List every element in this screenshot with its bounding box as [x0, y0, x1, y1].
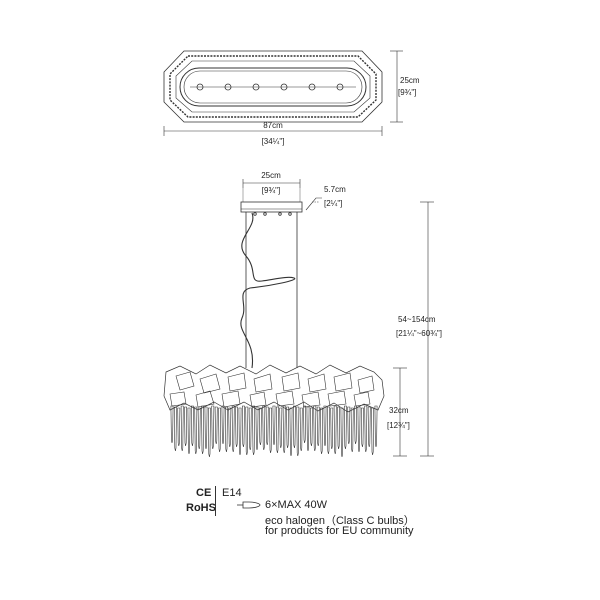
- prism-drop: [275, 406, 279, 454]
- body-height-imperial: [12¾"]: [387, 421, 410, 430]
- prism-drop: [258, 407, 262, 446]
- prism-drop: [265, 406, 269, 446]
- bulb-rating: 6×MAX 40W: [265, 499, 328, 511]
- prism-drop: [173, 406, 177, 452]
- prism-drop: [292, 405, 296, 449]
- prism-drop: [248, 407, 252, 451]
- prism-drop: [187, 407, 191, 455]
- prism-drop: [204, 406, 208, 450]
- prism-drop: [282, 405, 286, 454]
- canopy-height-imperial: [2¼"]: [324, 199, 342, 208]
- prism-drop: [252, 405, 256, 456]
- top-length-imperial: [34¼"]: [262, 137, 285, 146]
- spec-divider: [215, 486, 216, 516]
- prism-drop: [367, 406, 371, 448]
- prism-drop: [309, 407, 313, 447]
- prism-drop: [231, 405, 235, 453]
- overall-height-metric: 54~154cm: [398, 315, 436, 324]
- prism-drop: [235, 406, 239, 448]
- prism-drop: [214, 406, 218, 445]
- prism-drop: [333, 405, 337, 455]
- prism-drop: [360, 407, 364, 448]
- prism-drop: [201, 405, 205, 455]
- prism-drop: [303, 405, 307, 444]
- prism-drop: [190, 405, 194, 447]
- prism-drop: [320, 407, 324, 455]
- top-view: [163, 50, 403, 136]
- top-view-bulbs: [196, 83, 344, 91]
- prism-drop: [371, 407, 375, 456]
- prism-drop: [343, 405, 347, 450]
- ce-mark: CE: [196, 487, 212, 499]
- crystal-crown: [163, 364, 385, 413]
- bulb-type: eco halogen（Class C bulbs）: [265, 515, 415, 527]
- prism-drop: [272, 405, 276, 446]
- prism-drop: [221, 405, 225, 445]
- top-depth-imperial: [9¾"]: [398, 88, 416, 97]
- prism-drop: [211, 405, 215, 450]
- prism-drop: [330, 407, 334, 450]
- prism-drop: [313, 405, 317, 452]
- prism-drop: [354, 405, 358, 445]
- prism-drop: [323, 405, 327, 447]
- prism-drop: [197, 407, 201, 450]
- top-view-frame-oval: [179, 67, 367, 107]
- canopy-height-pointer: [305, 197, 322, 211]
- prism-drop: [245, 406, 249, 456]
- prism-drop: [194, 406, 198, 455]
- canopy-width-metric: 25cm: [261, 171, 281, 180]
- prism-drop: [180, 405, 184, 452]
- prism-drop: [224, 406, 228, 453]
- prism-drop: [262, 405, 266, 451]
- crystal-plates: [169, 371, 375, 408]
- body-height-metric: 32cm: [389, 406, 409, 415]
- prism-drop: [299, 407, 303, 452]
- prism-drop: [316, 406, 320, 447]
- prism-drop: [357, 406, 361, 453]
- prism-drop: [279, 407, 283, 449]
- prism-drop: [238, 407, 242, 456]
- prism-drop: [286, 406, 290, 449]
- prism-drop: [337, 406, 341, 450]
- prism-drop: [184, 406, 188, 447]
- power-cord: [240, 212, 296, 369]
- market-note: for products for EU community: [265, 525, 414, 537]
- prism-drop: [269, 407, 273, 454]
- top-length-metric: 87cm: [263, 121, 283, 130]
- prism-drop: [228, 407, 232, 448]
- prism-drop: [177, 407, 181, 447]
- rohs-mark: RoHS: [186, 502, 216, 514]
- top-depth-metric: 25cm: [400, 76, 420, 85]
- prism-drop: [350, 407, 354, 453]
- top-view-outer-outline: [163, 50, 383, 123]
- prism-drop: [241, 405, 245, 448]
- prism-drop: [364, 405, 368, 453]
- side-view: [163, 179, 434, 458]
- prism-drop: [289, 407, 293, 457]
- prism-drop: [347, 406, 351, 445]
- prism-drop: [374, 405, 378, 448]
- overall-height-imperial: [21¼"~60¾"]: [396, 329, 442, 338]
- prism-drop: [326, 406, 330, 455]
- canopy-height-metric: 5.7cm: [324, 185, 346, 194]
- prism-drop: [207, 407, 211, 458]
- prism-drop: [340, 407, 344, 458]
- prism-drop: [306, 406, 310, 452]
- ceiling-canopy: [240, 201, 303, 213]
- prism-drop: [218, 407, 222, 453]
- prism-drop: [170, 405, 174, 444]
- prism-drop: [296, 406, 300, 457]
- crystal-prism-drops: [170, 405, 378, 458]
- socket-type: E14: [222, 487, 242, 499]
- bulb-icon: [237, 501, 261, 509]
- canopy-width-imperial: [9¾"]: [262, 186, 280, 195]
- prism-drop: [255, 406, 259, 451]
- top-view-crystal-band: [169, 55, 377, 118]
